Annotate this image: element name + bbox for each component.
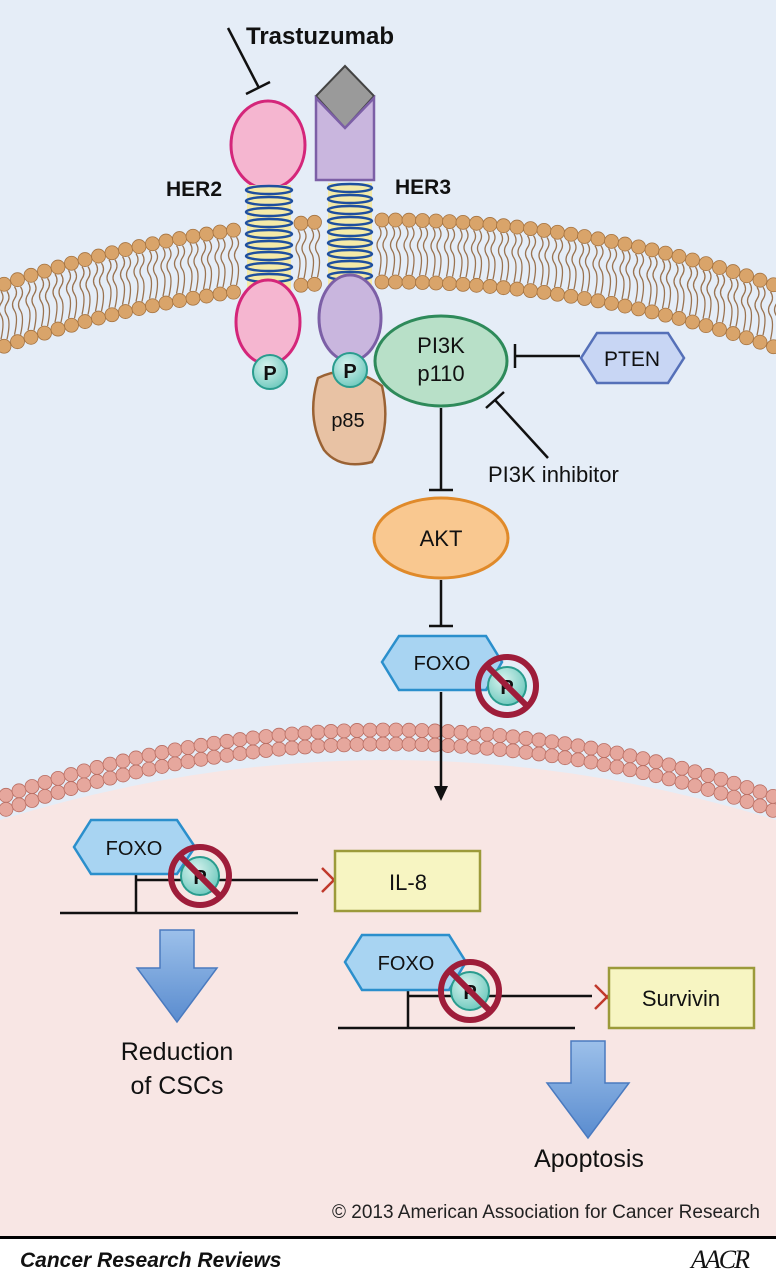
il8-label: IL-8 (389, 870, 427, 895)
p85-label: p85 (331, 410, 364, 432)
survivin-label: Survivin (642, 986, 720, 1011)
her2-label: HER2 (166, 178, 222, 201)
apoptosis-label: Apoptosis (534, 1145, 644, 1173)
pi3k-label-line1: PI3K (417, 333, 465, 358)
pi3k-label-line2: p110 (417, 361, 464, 386)
her2-phospho: P (253, 355, 287, 389)
foxo-label-nucleus-1: FOXO (106, 838, 163, 860)
her3-phospho: P (333, 353, 367, 387)
foxo-label-nucleus-2: FOXO (378, 953, 435, 975)
svg-text:P: P (263, 363, 276, 385)
pten-label: PTEN (604, 348, 660, 371)
reduction-label-line1: Reduction (121, 1038, 234, 1066)
foxo-label-cytoplasm: FOXO (414, 653, 471, 675)
footer-bar: Cancer Research Reviews AACR (0, 1236, 776, 1283)
journal-name: Cancer Research Reviews (20, 1249, 282, 1273)
akt-label: AKT (420, 526, 463, 551)
svg-text:P: P (343, 361, 356, 383)
pi3k-inhibitor-label: PI3K inhibitor (488, 462, 619, 487)
her3-label: HER3 (395, 176, 451, 199)
reduction-label-line2: of CSCs (130, 1072, 223, 1100)
copyright-text: © 2013 American Association for Cancer R… (332, 1202, 760, 1223)
aacr-logo: AACR (691, 1245, 748, 1275)
trastuzumab-label: Trastuzumab (246, 23, 394, 50)
